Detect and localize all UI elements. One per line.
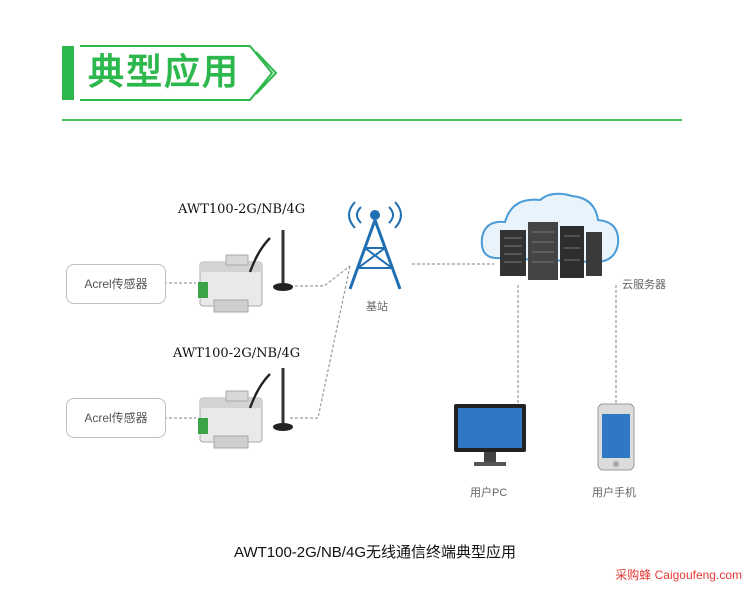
monitor-icon [454, 404, 526, 466]
device-label-2: AWT100-2G/NB/4G [173, 346, 301, 361]
phone-icon [597, 403, 635, 471]
diagram-caption: AWT100-2G/NB/4G无线通信终端典型应用 [234, 544, 516, 561]
watermark: 采购蜂 Caigoufeng.com [615, 568, 742, 582]
device-label-1: AWT100-2G/NB/4G [178, 202, 306, 217]
section-title: 典型应用 [88, 52, 241, 93]
connection-lines [164, 263, 617, 419]
tower-icon [348, 201, 402, 290]
sensor-box-2: Acrel传感器 [66, 398, 166, 438]
cloud-server-icon [480, 192, 620, 280]
user-phone-label: 用户手机 [592, 487, 636, 499]
sensor-box-1: Acrel传感器 [66, 264, 166, 304]
header-divider [62, 119, 682, 121]
cloud-server-label: 云服务器 [622, 279, 666, 291]
header-accent-bar [62, 46, 74, 100]
base-station-label: 基站 [366, 301, 388, 313]
terminal-device-1 [198, 230, 293, 313]
user-pc-label: 用户PC [470, 487, 508, 499]
terminal-device-2 [198, 368, 293, 449]
